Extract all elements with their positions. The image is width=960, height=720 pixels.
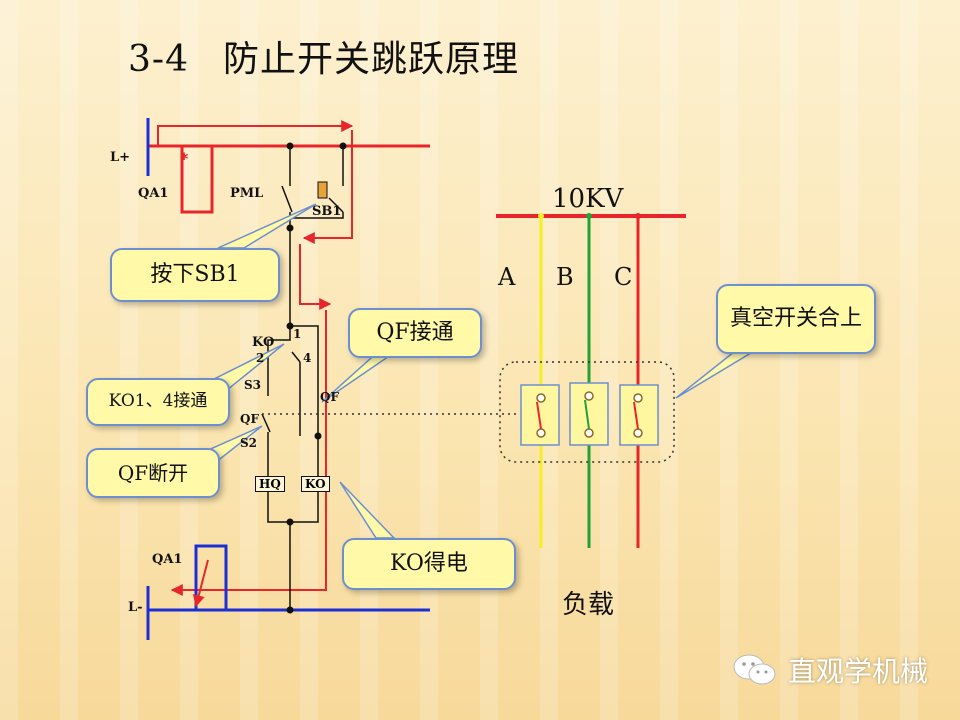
label-node-2: 2 bbox=[256, 351, 265, 365]
flow-arrow-sb1 bbox=[302, 130, 353, 244]
callout-qf-on: QF接通 bbox=[348, 308, 482, 358]
pole-a-top-contact bbox=[536, 393, 546, 403]
flow-arrow-ko bbox=[170, 310, 327, 596]
label-qa1-top: QA1 bbox=[138, 186, 169, 201]
qa1-break-mark: * bbox=[180, 149, 189, 168]
ko-branch-left bbox=[267, 326, 291, 376]
vacuum-switch-poles bbox=[520, 382, 659, 446]
label-pml: PML bbox=[230, 186, 264, 201]
watermark-text: 直观学机械 bbox=[787, 655, 928, 688]
phase-c-label: C bbox=[614, 263, 633, 291]
phase-a-label: A bbox=[498, 263, 516, 291]
voltage-label: 10KV bbox=[552, 184, 624, 214]
slide-title: 3-4 防止开关跳跃原理 bbox=[128, 30, 519, 82]
pole-b-blade bbox=[584, 399, 590, 430]
callout-qf-off: QF断开 bbox=[86, 448, 220, 498]
node-top-2 bbox=[339, 142, 347, 150]
qa1-top-notch bbox=[180, 146, 214, 214]
phase-b-label: B bbox=[556, 263, 574, 291]
callout-ko-contacts: KO1、4接通 bbox=[86, 378, 230, 426]
load-label: 负载 bbox=[562, 590, 615, 620]
sb1-contact bbox=[328, 197, 344, 213]
pole-a-bottom-contact bbox=[536, 428, 546, 438]
label-l-plus: L+ bbox=[110, 150, 131, 165]
label-node-4: 4 bbox=[303, 351, 312, 365]
label-s2: S2 bbox=[240, 436, 258, 450]
phase-c-junction bbox=[635, 213, 641, 219]
watermark: 直观学机械 bbox=[732, 650, 928, 690]
coils-bottom bbox=[267, 492, 319, 523]
node-top-1 bbox=[286, 142, 294, 150]
flow-arrow-top bbox=[157, 120, 354, 146]
phase-a-junction bbox=[538, 213, 544, 219]
label-qf-left: QF bbox=[240, 412, 259, 426]
pole-b-top-contact bbox=[584, 391, 594, 401]
node-l-minus bbox=[286, 606, 294, 614]
label-ko: KO bbox=[252, 335, 275, 350]
flow-arrow-return bbox=[192, 559, 209, 608]
callout-ko-energized: KO得电 bbox=[342, 538, 516, 590]
ko-branch-right bbox=[290, 325, 319, 436]
label-sb1: SB1 bbox=[312, 204, 342, 219]
qf-contact-left bbox=[261, 413, 271, 433]
pml-contact bbox=[281, 185, 293, 213]
label-node-1: 1 bbox=[293, 327, 302, 341]
pole-c-blade bbox=[633, 401, 639, 430]
vacuum-switch-enclosure bbox=[499, 361, 675, 463]
sb1-return bbox=[290, 212, 344, 219]
pointer-press-sb1 bbox=[217, 203, 317, 249]
label-qa1-bottom: QA1 bbox=[152, 552, 183, 567]
qa1-bottom-notch bbox=[194, 544, 228, 610]
sb1-button bbox=[317, 181, 328, 199]
label-qf-right: QF bbox=[320, 390, 339, 404]
label-s3: S3 bbox=[244, 378, 262, 392]
ko-contact bbox=[291, 351, 301, 363]
callout-vacuum-switch: 真空开关合上 bbox=[716, 284, 876, 354]
title-text: 防止开关跳跃原理 bbox=[222, 39, 519, 80]
title-number: 3-4 bbox=[128, 39, 189, 80]
pole-a-blade bbox=[536, 401, 542, 430]
pole-c-top-contact bbox=[633, 393, 643, 403]
label-l-minus: L- bbox=[128, 600, 143, 615]
hq-coil: HQ bbox=[255, 476, 285, 492]
chat-bubbles-icon bbox=[732, 653, 778, 687]
pole-b-bottom-contact bbox=[584, 428, 594, 438]
pole-c-bottom-contact bbox=[633, 428, 643, 438]
ko-coil: KO bbox=[301, 476, 330, 492]
phase-b-junction bbox=[586, 213, 592, 219]
callout-press-sb1: 按下SB1 bbox=[110, 248, 280, 302]
flow-arrow-main bbox=[299, 244, 332, 310]
pointer-ko-energized bbox=[339, 481, 396, 539]
